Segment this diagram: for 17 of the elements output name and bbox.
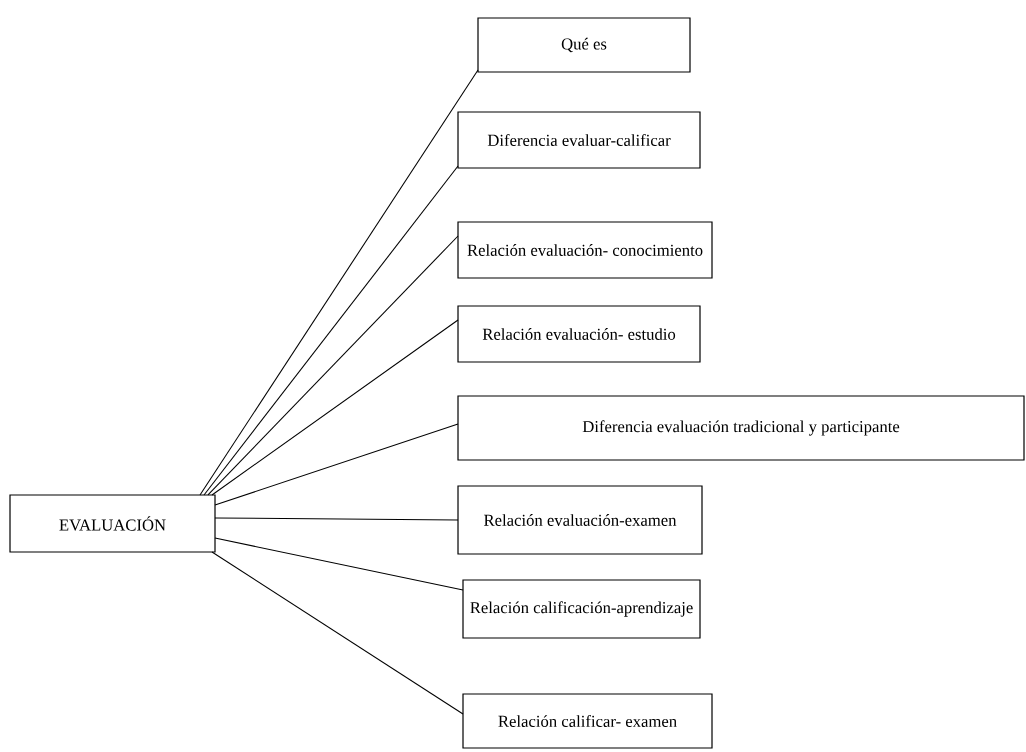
concept-box: Qué es	[477, 17, 691, 73]
concept-box: Relación calificar- examen	[462, 693, 713, 749]
connector-line	[214, 517, 459, 521]
concept-box: EVALUACIÓN	[9, 494, 216, 553]
concept-box: Relación calificación-aprendizaje	[462, 579, 701, 639]
concept-box: Diferencia evaluación tradicional y participante	[457, 395, 1025, 461]
connector-line	[207, 235, 459, 496]
connector-line	[203, 165, 459, 496]
concept-box: Relación evaluación- estudio	[457, 305, 701, 363]
connector-line	[211, 551, 464, 715]
connector-line	[214, 423, 459, 506]
connector-line	[199, 69, 479, 496]
connector-line	[211, 319, 459, 496]
concept-box: Diferencia evaluar-calificar	[457, 111, 701, 169]
concept-box: Relación evaluación- conocimiento	[457, 221, 713, 279]
concept-box: Relación evaluación-examen	[457, 485, 703, 555]
connector-line	[214, 537, 464, 591]
